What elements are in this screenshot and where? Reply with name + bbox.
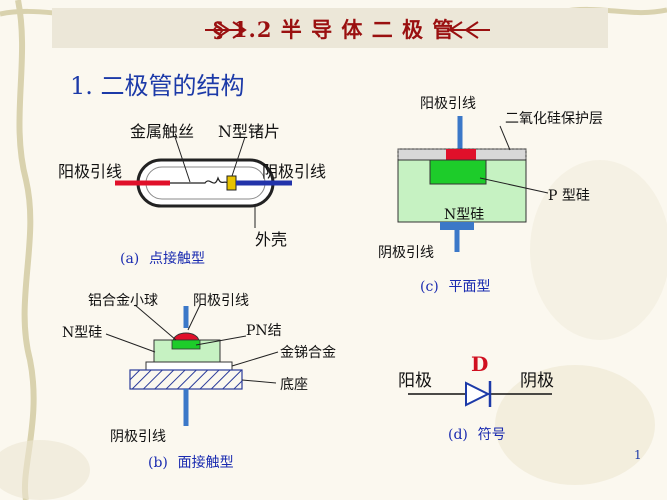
caption-a: (a) 点接触型 (120, 248, 205, 268)
label-anode-lead: 阳极引线 (58, 162, 123, 181)
flower-decoration (495, 365, 655, 485)
leader-line (231, 136, 246, 177)
caption-c-text: 平面型 (448, 279, 491, 295)
label-n-silicon-c: N型硅 (444, 207, 485, 223)
label-al-ball: 铝合金小球 (88, 293, 158, 309)
label-anode-lead-c: 阳极引线 (420, 96, 476, 112)
label-cathode-lead: 阴极引线 (262, 162, 327, 181)
left-vine-decoration (15, 0, 37, 500)
caption-c-letter: (c) (420, 279, 439, 295)
caption-d-letter: (d) (448, 427, 468, 443)
leader-line (134, 304, 177, 341)
header-ornament-right (448, 21, 490, 39)
cathode-contact (440, 222, 474, 230)
n-germanium-wafer (226, 175, 237, 191)
header-ornament-left (205, 21, 247, 39)
label-n-silicon-b: N型硅 (62, 325, 103, 341)
label-base: 底座 (280, 377, 308, 393)
label-anode-lead-b: 阳极引线 (193, 293, 249, 309)
caption-c: (c) 平面型 (420, 276, 491, 296)
caption-a-text: 点接触型 (149, 251, 206, 267)
leader-line (187, 304, 201, 331)
flower-decoration (530, 160, 667, 340)
flower-decoration (0, 440, 90, 500)
section-heading: 1. 二极管的结构 (70, 72, 245, 100)
label-shell: 外壳 (255, 230, 288, 249)
header-band (52, 8, 608, 48)
label-au-sb-alloy: 金锑合金 (280, 345, 336, 361)
label-n-wafer: N型锗片 (218, 122, 281, 141)
symbol-triangle (465, 381, 491, 407)
label-anode-symbol: 阳极 (398, 371, 432, 391)
page-number: 1 (634, 448, 642, 462)
leader-line (479, 177, 549, 194)
p-silicon-region (429, 159, 487, 185)
leader-line (241, 379, 277, 384)
caption-d: (d) 符号 (448, 424, 506, 444)
label-gold-wire: 金属触丝 (130, 122, 195, 141)
leader-line (195, 335, 247, 346)
label-cathode-symbol: 阴极 (520, 371, 554, 391)
label-p-silicon: P 型硅 (548, 188, 590, 204)
label-pn-junction: PN结 (246, 323, 282, 339)
caption-b: (b) 面接触型 (148, 452, 234, 472)
leader-line (174, 136, 191, 183)
label-d: D (471, 352, 489, 376)
leader-line (105, 333, 156, 353)
caption-d-text: 符号 (477, 427, 506, 443)
label-cathode-lead-c: 阴极引线 (378, 245, 434, 261)
caption-a-letter: (a) (120, 251, 140, 267)
caption-b-letter: (b) (148, 455, 168, 471)
gold-wire (170, 176, 229, 184)
slide-title: § 1.2 半 导 体 二 极 管 (212, 17, 455, 42)
caption-b-text: 面接触型 (177, 455, 234, 471)
label-cathode-lead-b: 阴极引线 (110, 429, 166, 445)
label-sio2: 二氧化硅保护层 (505, 111, 603, 127)
leader-line (499, 125, 511, 151)
leader-line (231, 351, 279, 367)
anode-contact (446, 149, 476, 160)
